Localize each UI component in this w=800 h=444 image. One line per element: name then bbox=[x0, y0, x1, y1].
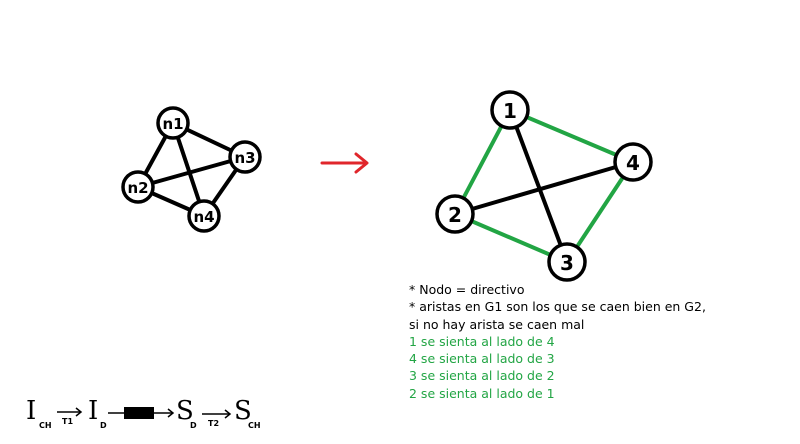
pipeline-step-2: I bbox=[88, 396, 99, 426]
pipeline-step-1-sub: CH bbox=[39, 421, 52, 430]
g2-edge-1-3 bbox=[508, 108, 569, 264]
transform-arrow bbox=[320, 152, 369, 174]
g2-edge-2-4 bbox=[453, 160, 635, 216]
pipeline-step-4-sub: CH bbox=[248, 421, 261, 430]
pipeline-arrow-1-head bbox=[75, 407, 83, 417]
note-line: 3 se sienta al lado de 2 bbox=[409, 368, 555, 384]
g1-node-n4: n4 bbox=[187, 199, 221, 233]
g1-node-circle bbox=[228, 140, 262, 174]
g1-edge-n2-n3 bbox=[136, 155, 247, 189]
pipeline-step-1: I bbox=[26, 396, 37, 426]
g1-node-n3: n3 bbox=[228, 140, 262, 174]
pipeline-block bbox=[124, 407, 154, 419]
note-line: 4 se sienta al lado de 3 bbox=[409, 351, 555, 367]
note-line: * aristas en G1 son los que se caen bien… bbox=[409, 299, 710, 332]
g1-node-circle bbox=[187, 199, 221, 233]
g1-node-label: n2 bbox=[127, 179, 148, 197]
pipeline-step-4: S bbox=[234, 396, 252, 426]
g1-node-circle bbox=[121, 170, 155, 204]
pipeline-arrow-2-label: T2 bbox=[208, 419, 220, 428]
g1-node-n1: n1 bbox=[156, 106, 190, 140]
g2-node-3: 3 bbox=[547, 242, 587, 282]
g2-edge-2-3 bbox=[453, 212, 569, 264]
g2-node-2: 2 bbox=[435, 194, 475, 234]
notes-block: * Nodo = directivo * aristas en G1 son lo… bbox=[409, 281, 709, 402]
g1-node-circle bbox=[156, 106, 190, 140]
note-line: 1 se sienta al lado de 4 bbox=[409, 333, 555, 349]
pipeline-formula: I CH T1 I D S D T2 S CH bbox=[24, 395, 284, 435]
g2-node-label: 4 bbox=[626, 151, 640, 175]
pipeline-arrow-2-head bbox=[224, 409, 232, 419]
g1-node-n2: n2 bbox=[121, 170, 155, 204]
g2-node-circle bbox=[547, 242, 587, 282]
g1-node-label: n3 bbox=[234, 149, 255, 167]
g2-node-circle bbox=[435, 194, 475, 234]
g2-node-circle bbox=[613, 142, 653, 182]
pipeline-step-3: S bbox=[176, 396, 194, 426]
g2-edge-4-3 bbox=[565, 160, 635, 264]
graph-g2: 1 4 2 3 bbox=[435, 90, 653, 282]
g1-node-label: n1 bbox=[162, 115, 183, 133]
g2-node-circle bbox=[490, 90, 530, 130]
pipeline-drawing bbox=[57, 407, 232, 419]
note-line: * Nodo = directivo bbox=[409, 282, 525, 297]
pipeline-arrow-1-label: T1 bbox=[62, 417, 74, 426]
g2-node-4: 4 bbox=[613, 142, 653, 182]
g2-node-label: 2 bbox=[448, 203, 462, 227]
pipeline-step-3-sub: D bbox=[190, 421, 197, 430]
pipeline-connector-2-head bbox=[167, 408, 175, 418]
g1-node-label: n4 bbox=[193, 208, 214, 226]
g2-edge-1-4 bbox=[508, 108, 635, 164]
g2-node-label: 1 bbox=[503, 99, 517, 123]
pipeline-step-2-sub: D bbox=[100, 421, 107, 430]
graph-g1: n1 n2 n3 n4 bbox=[121, 106, 262, 233]
right-arrow-head bbox=[354, 152, 369, 174]
g2-node-1: 1 bbox=[490, 90, 530, 130]
g2-node-label: 3 bbox=[560, 251, 574, 275]
note-line: 2 se sienta al lado de 1 bbox=[409, 385, 555, 401]
